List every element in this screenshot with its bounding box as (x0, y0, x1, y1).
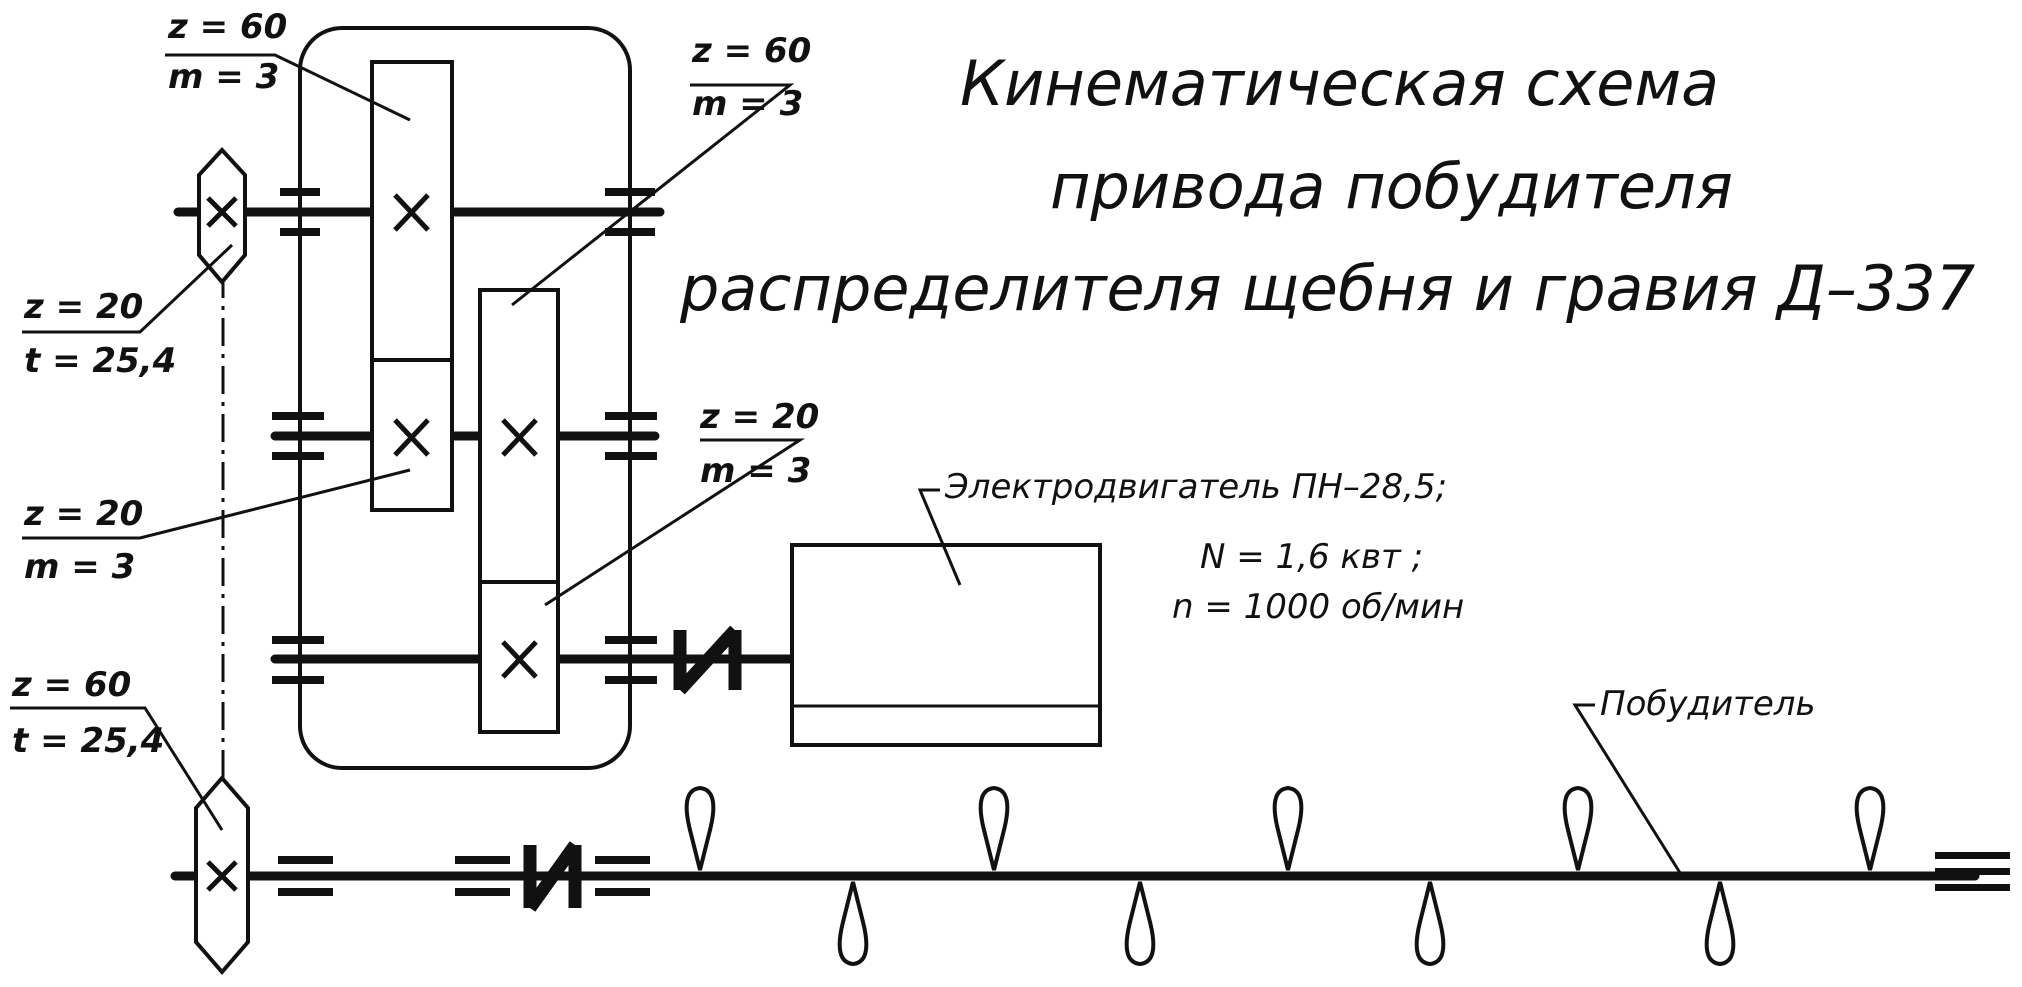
paddle-up-4 (1562, 785, 1594, 871)
motor-body (790, 543, 1102, 747)
paddle-down-4 (1704, 881, 1736, 967)
leader-sprocket-lower (10, 706, 224, 831)
paddle-up-1 (684, 785, 716, 871)
diagram-title: Кинематическая схема привода побудителя … (679, 47, 1975, 325)
label-gear-mid-left-m: m = 3 (24, 547, 135, 587)
bearing-lower-left (272, 636, 324, 684)
bearing-lower-right (605, 636, 657, 684)
gear-mid-z60 (478, 288, 560, 584)
bearing-upper-right (605, 188, 655, 236)
leader-gear-top-left (165, 53, 411, 122)
leader-motor (917, 488, 962, 586)
bearing-middle-left (272, 412, 324, 460)
motor-coupling (673, 625, 742, 695)
paddle-down-3 (1414, 881, 1446, 967)
sprockets (194, 147, 250, 976)
label-gear-mid-right-m: m = 3 (700, 451, 811, 491)
leader-gear-top-right (511, 83, 795, 307)
leader-lines (10, 53, 1684, 877)
agitator-label: Побудитель (1600, 684, 1816, 724)
motor-specs: Электродвигатель ПН–28,5; N = 1,6 квт ; … (944, 467, 1464, 627)
bearings (272, 188, 2010, 896)
motor-power: N = 1,6 квт ; (1200, 537, 1423, 577)
couplings (523, 625, 742, 912)
gears (370, 60, 560, 734)
cross-mark-3 (501, 418, 538, 457)
label-sprocket-lower-t: t = 25,4 (12, 721, 164, 761)
bearing-agitator-coupling-right (595, 856, 650, 896)
bearing-upper-left (280, 188, 320, 236)
cross-mark-2 (393, 418, 430, 457)
motor-speed: n = 1000 об/мин (1172, 587, 1464, 627)
agitator-paddles (684, 785, 1886, 967)
paddle-down-1 (837, 881, 869, 967)
leader-agitator (1572, 703, 1684, 877)
bearing-agitator-right (1935, 852, 2010, 891)
bearing-middle-right (605, 412, 657, 460)
paddle-up-2 (978, 785, 1010, 871)
sprocket-cross-marks (206, 196, 238, 892)
bearing-agitator-coupling-left (455, 856, 510, 896)
title-line-2: привода побудителя (1050, 150, 1733, 223)
gear-cross-marks (393, 193, 538, 679)
sprocket-upper-cross (206, 196, 238, 228)
title-line-1: Кинематическая схема (960, 47, 1719, 120)
cross-mark-1 (393, 193, 430, 232)
bearing-agitator-left (278, 856, 333, 896)
leader-sprocket-upper (22, 243, 234, 334)
label-gear-top-left-z: z = 60 (167, 7, 287, 47)
gear-labels: z = 60 m = 3 z = 60 m = 3 z = 20 t = 25,… (11, 7, 819, 761)
label-sprocket-upper-t: t = 25,4 (24, 341, 176, 381)
cross-mark-4 (501, 640, 538, 679)
sprocket-upper (197, 147, 247, 286)
leader-gear-mid-left (22, 468, 411, 540)
paddle-up-3 (1272, 785, 1304, 871)
label-gear-top-left-m: m = 3 (168, 57, 279, 97)
label-gear-mid-left-z: z = 20 (23, 494, 143, 534)
electric-motor (790, 543, 1102, 747)
motor-name: Электродвигатель ПН–28,5; (944, 467, 1447, 507)
leader-gear-mid-right (544, 438, 806, 607)
label-gear-mid-right-z: z = 20 (699, 397, 819, 437)
label-gear-top-right-z: z = 60 (691, 31, 811, 71)
label-sprocket-lower-z: z = 60 (11, 665, 131, 705)
gearbox-housing (298, 26, 632, 770)
label-sprocket-upper-z: z = 20 (23, 287, 143, 327)
title-line-3: распределителя щебня и гравия Д–337 (679, 252, 1975, 325)
agitator-coupling (523, 841, 582, 912)
paddle-up-5 (1854, 785, 1886, 871)
paddle-down-2 (1124, 881, 1156, 967)
label-gear-top-right-m: m = 3 (692, 84, 803, 124)
sprocket-lower-cross (206, 860, 238, 892)
